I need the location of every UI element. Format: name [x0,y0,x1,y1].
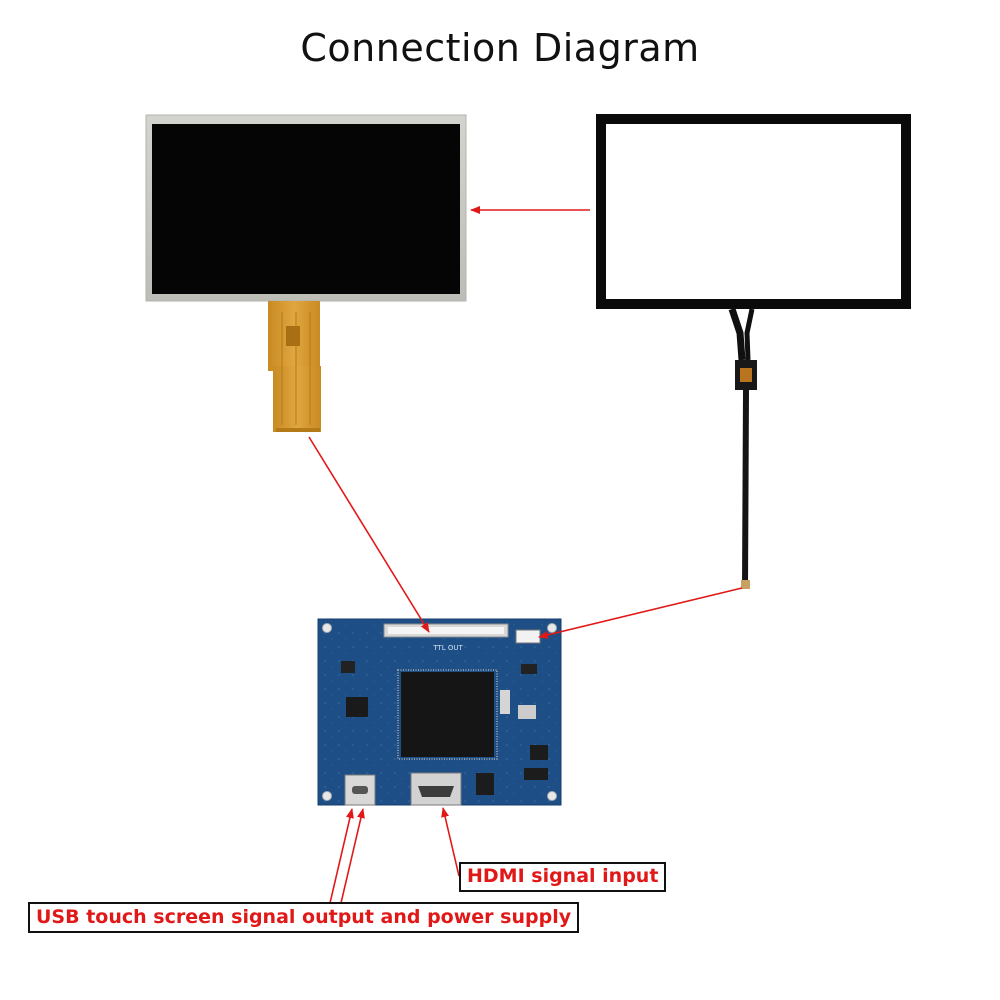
touch-connector [515,629,541,644]
mount-hole-br [547,791,557,801]
arrow-lcd-to-board [308,436,430,633]
arrow-usb-label-2 [340,808,365,904]
ttl-out-silkscreen: TTL OUT [432,644,463,652]
hdmi-signal-label: HDMI signal input [459,862,667,892]
main-ic [401,672,494,757]
touch-frame [596,114,911,309]
mount-hole-tl [322,623,332,633]
mount-hole-bl [322,791,332,801]
usb-signal-label: USB touch screen signal output and power… [28,902,580,933]
mount-hole-tr [547,623,557,633]
lcd-panel [145,114,467,432]
driver-board: TTL OUT [317,618,562,806]
lcd-fpc-cable [268,301,321,432]
diagram-title: Connection Diagram [300,26,700,70]
touch-ic [740,368,752,382]
touch-flex-contacts [741,580,750,589]
arrow-usb-label-1 [329,808,354,904]
touch-flex-tail [742,389,749,589]
touch-flex-upper [728,307,746,361]
arrow-hdmi-label [441,807,460,877]
touch-flex-upper-2 [744,308,755,361]
lcd-screen [152,124,460,294]
arrow-touch-to-board [538,587,743,639]
regulator-ic [346,697,368,717]
touch-panel [596,114,911,589]
